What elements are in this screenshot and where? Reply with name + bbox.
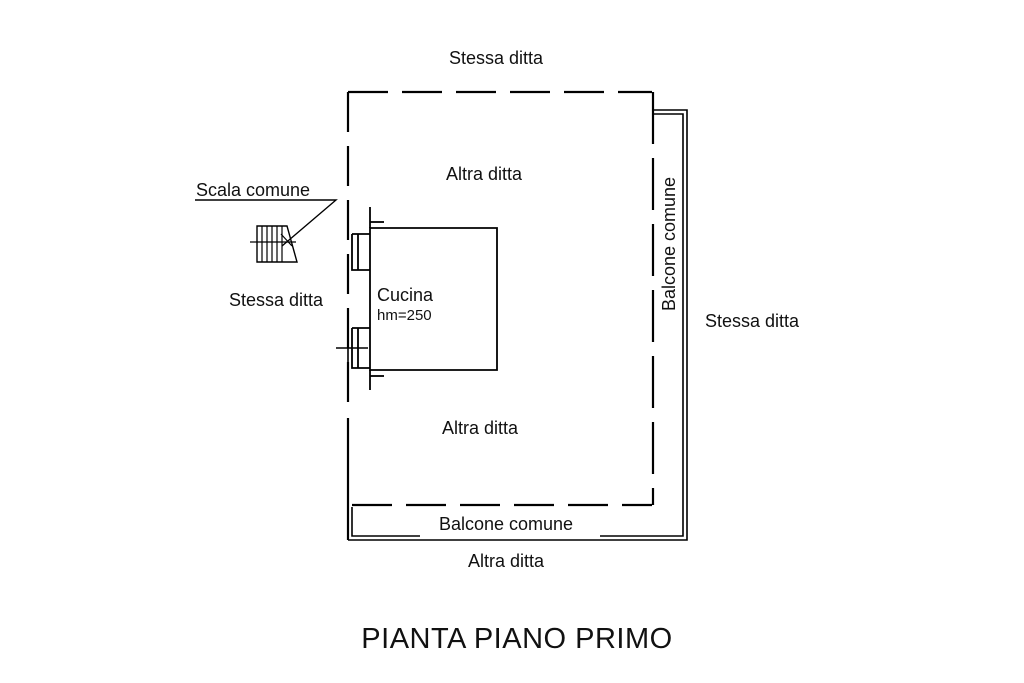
label-room-height: hm=250	[377, 307, 432, 324]
stair-leader-line	[195, 199, 338, 247]
stair-symbol	[250, 225, 298, 263]
label-left-outside: Stessa ditta	[229, 290, 324, 310]
plan-title: PIANTA PIANO PRIMO	[361, 623, 672, 655]
label-top-outside: Stessa ditta	[449, 48, 544, 68]
label-balcony-right: Balcone comune	[659, 177, 679, 311]
kitchen-room	[336, 207, 498, 390]
balcony-outline	[348, 109, 688, 541]
label-balcony-bottom: Balcone comune	[439, 514, 573, 534]
label-bottom-outside: Altra ditta	[468, 551, 545, 571]
label-stair: Scala comune	[196, 180, 310, 200]
building-outline	[346, 90, 655, 540]
label-lower-inside: Altra ditta	[442, 418, 519, 438]
label-upper-inside: Altra ditta	[446, 164, 523, 184]
label-room-name: Cucina	[377, 285, 434, 305]
label-right-outside: Stessa ditta	[705, 311, 800, 331]
